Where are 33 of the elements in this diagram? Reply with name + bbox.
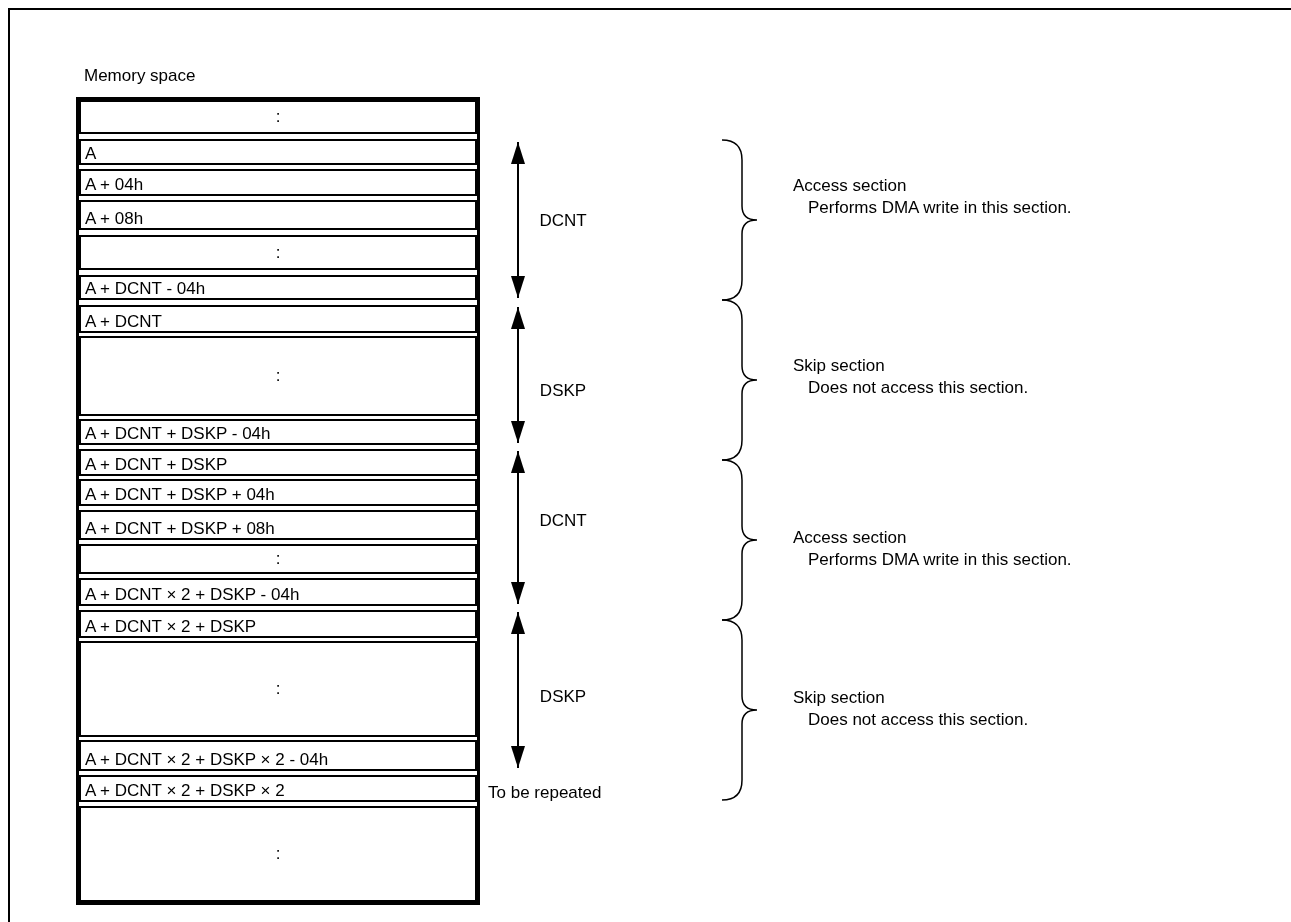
address-row: A + DCNT × 2 + DSKP × 2 — [79, 775, 477, 802]
dimension-label: DSKP — [539, 382, 587, 401]
address-row: A + DCNT + DSKP + 04h — [79, 479, 477, 506]
ellipsis-row: : — [79, 544, 477, 574]
address-row: A + DCNT + DSKP + 08h — [79, 510, 477, 540]
address-row: A + 04h — [79, 169, 477, 196]
dimension-label: DCNT — [539, 212, 587, 231]
section-title: Skip section — [793, 357, 885, 376]
address-row: A + DCNT × 2 + DSKP × 2 - 04h — [79, 740, 477, 771]
address-row: A + DCNT × 2 + DSKP - 04h — [79, 578, 477, 606]
section-description: Does not access this section. — [808, 711, 1029, 730]
address-row: A — [79, 139, 477, 165]
ellipsis-row: : — [79, 641, 477, 737]
section-description: Performs DMA write in this section. — [808, 199, 1072, 218]
section-title: Access section — [793, 177, 907, 196]
section-title: Skip section — [793, 689, 885, 708]
ellipsis-row: : — [79, 336, 477, 416]
section-description: Does not access this section. — [808, 379, 1029, 398]
dimension-label: DSKP — [539, 688, 587, 707]
address-row: A + DCNT — [79, 305, 477, 333]
section-title: Access section — [793, 529, 907, 548]
ellipsis-row: : — [79, 806, 477, 902]
address-row: A + 08h — [79, 200, 477, 230]
address-row: A + DCNT - 04h — [79, 275, 477, 300]
column-heading: Memory space — [84, 67, 196, 86]
address-row: A + DCNT × 2 + DSKP — [79, 610, 477, 638]
address-row: A + DCNT + DSKP - 04h — [79, 419, 477, 445]
dimension-label: DCNT — [539, 512, 587, 531]
note-text: To be repeated — [488, 784, 602, 803]
address-row: A + DCNT + DSKP — [79, 449, 477, 476]
ellipsis-row: : — [79, 235, 477, 270]
section-description: Performs DMA write in this section. — [808, 551, 1072, 570]
ellipsis-row: : — [79, 100, 477, 134]
